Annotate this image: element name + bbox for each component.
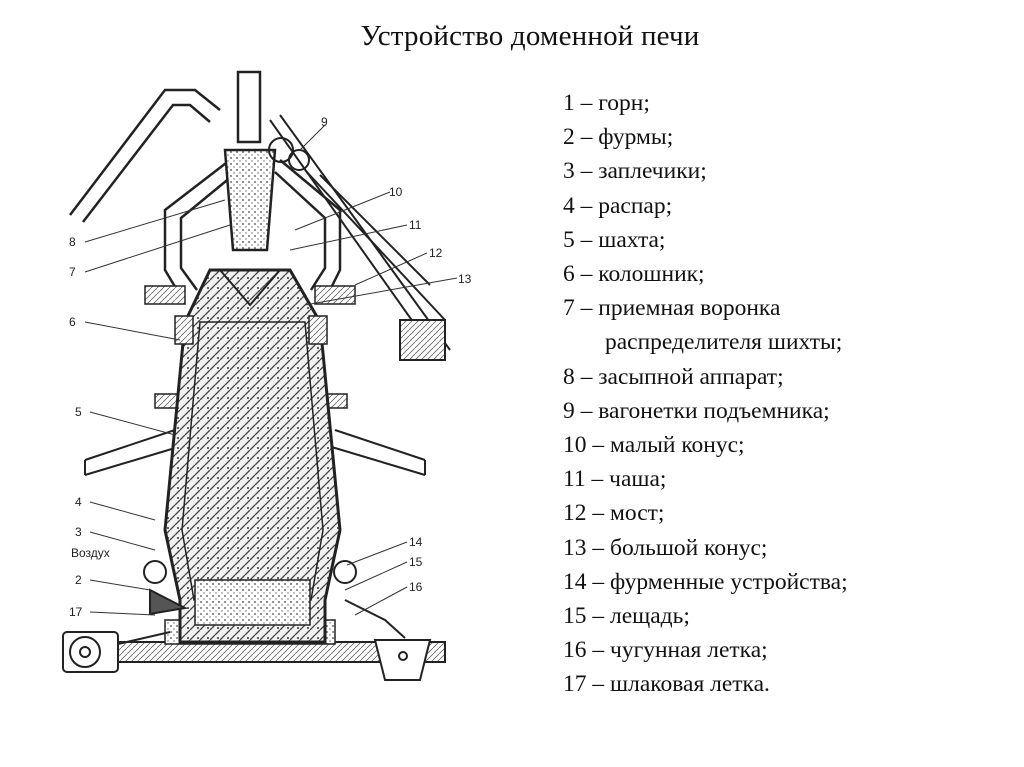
legend-item-9: 9 – вагонетки подъемника; [563, 397, 830, 424]
callout-5: 5 [75, 405, 82, 419]
callout-15: 15 [409, 555, 423, 569]
callout-6: 6 [69, 315, 76, 329]
blower-unit [62, 631, 171, 673]
legend-item-8: 8 – засыпной аппарат; [563, 363, 784, 390]
legend-item-16: 16 – чугунная летка; [563, 637, 768, 664]
legend-item-6: 6 – колошник; [563, 261, 705, 288]
page-title: Устройство доменной печи [360, 20, 700, 52]
blast-furnace-diagram: 8 7 6 5 4 3 2 17 9 10 11 12 13 14 15 16 … [62, 70, 472, 681]
tuyere-assemblies [143, 560, 406, 639]
legend-list: 1 – горн; 2 – фурмы; 3 – заплечики; 4 – … [563, 86, 848, 702]
callout-2: 2 [75, 573, 82, 587]
legend-item-3: 3 – заплечики; [563, 158, 707, 185]
callout-10: 10 [389, 185, 403, 199]
legend-item-17: 17 – шлаковая летка. [563, 671, 770, 698]
callout-labels: 8 7 6 5 4 3 2 17 9 10 11 12 13 14 15 16 … [69, 115, 472, 619]
legend-item-1: 1 – горн; [563, 90, 650, 116]
legend-item-11: 11 – чаша; [563, 466, 667, 493]
iron-ladle [373, 639, 432, 681]
gas-offtake-pipes [69, 70, 342, 301]
platforms [144, 285, 356, 409]
callout-14: 14 [409, 535, 423, 549]
callout-16: 16 [409, 580, 423, 594]
legend-item-10: 10 – малый конус; [563, 432, 745, 459]
legend-item-4: 4 – распар; [563, 192, 673, 219]
legend-item-13: 13 – большой конус; [563, 534, 768, 561]
legend-item-12: 12 – мост; [563, 500, 665, 527]
legend-item-15: 15 – лещадь; [563, 603, 690, 630]
callout-leaders [84, 124, 458, 616]
legend-item-5: 5 – шахта; [563, 226, 666, 253]
callout-8: 8 [69, 235, 76, 249]
callout-9: 9 [321, 115, 328, 129]
legend-item-2: 2 – фурмы; [563, 124, 674, 151]
callout-3: 3 [75, 525, 82, 539]
hoist-bridge [268, 114, 451, 361]
callout-17: 17 [69, 605, 83, 619]
callout-4: 4 [75, 495, 82, 509]
legend-item-14: 14 – фурменные устройства; [563, 568, 848, 595]
legend-item-7-continued: распределителя шихты; [605, 329, 843, 356]
callout-7: 7 [69, 265, 76, 279]
mantle-supports [84, 429, 426, 476]
callout-11: 11 [409, 218, 422, 232]
callout-13: 13 [458, 272, 472, 286]
legend-item-7: 7 – приемная воронка [563, 295, 781, 322]
furnace-body [163, 268, 342, 644]
callout-12: 12 [429, 246, 443, 260]
air-label: Воздух [71, 546, 110, 560]
